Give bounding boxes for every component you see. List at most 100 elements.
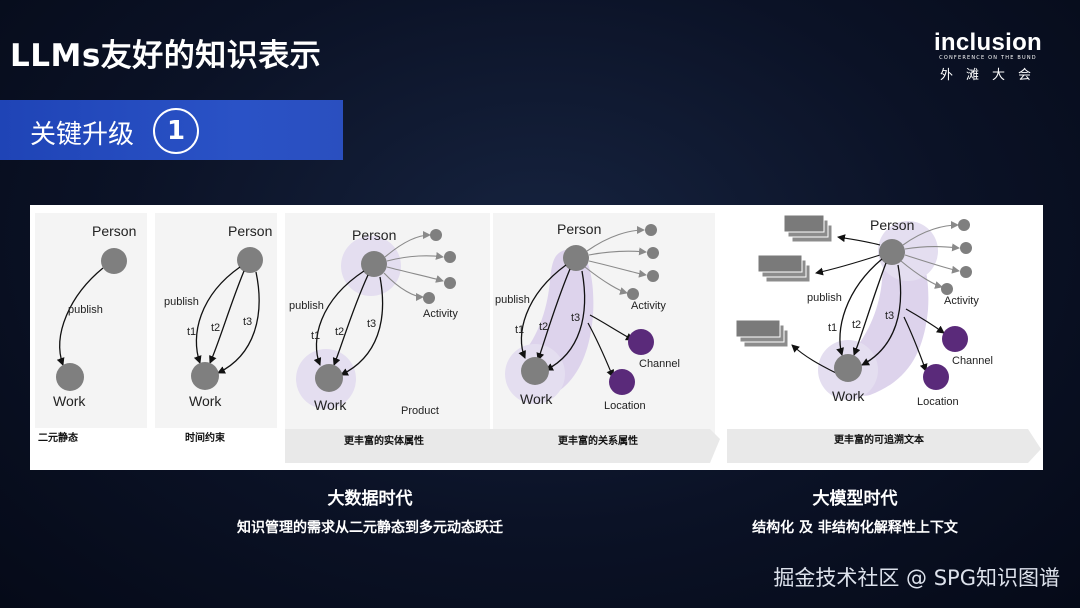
stage3-person-node — [361, 251, 387, 277]
stage5-t1-edge — [836, 258, 883, 356]
stage5-channel-label: Channel — [952, 355, 993, 367]
stage1-publish-label: publish — [68, 304, 103, 316]
stage5-attr-node-1 — [958, 219, 970, 231]
stage3-attr-edge-1 — [384, 231, 431, 258]
stage1-work-label: Work — [53, 393, 86, 409]
stage3-t1-label: t1 — [311, 330, 320, 342]
stage3-attr-node-3 — [444, 277, 456, 289]
stage4-attr-edge-2 — [588, 247, 647, 256]
stage4-attr-node-4 — [627, 288, 639, 300]
stage5-person-label: Person — [870, 217, 914, 233]
stage4-location-node — [609, 369, 635, 395]
stage5-attr-edge-3 — [904, 254, 960, 274]
stage1-person-node — [101, 248, 127, 274]
stage5-location-label: Location — [917, 396, 959, 408]
stage5-publish-label: publish — [807, 292, 842, 304]
stage-4-panel — [493, 213, 715, 448]
stage5-work-label: Work — [832, 388, 865, 404]
stage5-t3-label: t3 — [885, 310, 894, 322]
stage4-caption: 更丰富的关系属性 — [558, 434, 638, 447]
big-data-era-description: 知识管理的需求从二元静态到多元动态跃迁 — [237, 520, 503, 536]
stage3-work-label: Work — [314, 397, 347, 413]
knowledge-evolution-diagram: Person publish Work 二元静态 Person publish … — [30, 205, 1043, 470]
stage3-person-label: Person — [352, 227, 396, 243]
stage3-product-label: Product — [401, 405, 439, 417]
stage3-t1-edge — [313, 270, 365, 366]
llm-era-arrow-band — [727, 429, 1041, 463]
stage4-person-label: Person — [557, 221, 601, 237]
stage3-t2-label: t2 — [335, 326, 344, 338]
stage5-attr-node-4 — [941, 283, 953, 295]
stage2-t3-edge — [217, 271, 260, 374]
stage4-publish-label: publish — [495, 294, 530, 306]
stage3-attr-node-4 — [423, 292, 435, 304]
diagram-svg: Person publish Work 二元静态 Person publish … — [35, 213, 1043, 463]
stage5-t1-label: t1 — [828, 322, 837, 334]
stage5-location-node — [923, 364, 949, 390]
stage-1-caption-strip — [35, 428, 147, 450]
stage5-t3-edge — [861, 264, 902, 366]
stage5-work-node — [834, 354, 862, 382]
stage5-channel-edge — [905, 308, 945, 334]
stage4-attr-node-2 — [647, 247, 659, 259]
stage2-work-node — [191, 362, 219, 390]
stage4-work-label: Work — [520, 391, 553, 407]
stage5-caption: 更丰富的可追溯文本 — [834, 433, 925, 446]
stage3-attr-node-1 — [430, 229, 442, 241]
text-doc-stack-2 — [757, 254, 811, 283]
stage5-activity-label: Activity — [944, 295, 979, 307]
stage2-t3-label: t3 — [243, 316, 252, 328]
stage4-t1-label: t1 — [515, 324, 524, 336]
logo-chinese-name: 外滩大会 — [940, 68, 1045, 83]
stage5-doc-edge-3 — [791, 344, 837, 374]
stage2-person-label: Person — [228, 223, 272, 239]
stage4-attr-node-1 — [645, 224, 657, 236]
stage2-t2-edge — [209, 270, 245, 364]
stage4-channel-edge — [589, 314, 634, 341]
stage4-attr-edge-1 — [586, 226, 645, 252]
stage3-t3-label: t3 — [367, 318, 376, 330]
stage5-person-node — [879, 239, 905, 265]
section-label: 关键升级 — [30, 120, 135, 150]
logo-wordmark: inclusion — [933, 29, 1043, 56]
stage5-t2-edge — [852, 262, 887, 356]
stage4-work-node — [521, 357, 549, 385]
stage4-attr-edge-4 — [584, 266, 628, 295]
big-data-era-title: 大数据时代 — [327, 489, 413, 509]
stage4-channel-node — [628, 329, 654, 355]
stage4-person-node — [563, 245, 589, 271]
stage3-attr-edge-3 — [386, 266, 444, 283]
stage4-attr-edge-3 — [588, 260, 647, 278]
stage4-t1-edge — [518, 264, 567, 359]
stage3-publish-label: publish — [289, 300, 324, 312]
stage-1-panel — [35, 213, 147, 428]
stage4-channel-label: Channel — [639, 358, 680, 370]
stage5-attr-edge-2 — [904, 243, 960, 252]
stage5-attr-node-2 — [960, 242, 972, 254]
stage4-t3-label: t3 — [571, 312, 580, 324]
stage5-doc-edge-1 — [837, 234, 881, 246]
stage2-publish-label: publish — [164, 296, 199, 308]
stage5-attr-edge-1 — [902, 221, 959, 246]
stage1-caption: 二元静态 — [38, 431, 78, 444]
stage3-caption: 更丰富的实体属性 — [344, 434, 424, 447]
stage3-activity-label: Activity — [423, 308, 458, 320]
stage2-t2-label: t2 — [211, 322, 220, 334]
stage5-person-halo — [878, 221, 938, 281]
stage1-publish-edge — [56, 267, 104, 366]
stage5-channel-node — [942, 326, 968, 352]
section-number-badge: 1 — [153, 108, 199, 154]
stage1-person-label: Person — [92, 223, 136, 239]
logo-tagline: CONFERENCE ON THE BUND — [939, 55, 1037, 61]
stage3-attr-edge-2 — [386, 251, 444, 262]
stage4-t3-edge — [545, 270, 586, 371]
stage2-person-node — [237, 247, 263, 273]
stage2-t1-edge — [193, 266, 241, 364]
stage5-location-edge — [903, 316, 928, 372]
stage5-t2-label: t2 — [852, 319, 861, 331]
stage3-t3-edge — [340, 276, 384, 376]
stage4-location-label: Location — [604, 400, 646, 412]
stage3-attr-node-2 — [444, 251, 456, 263]
section-banner: 关键升级 1 — [0, 100, 343, 160]
stage3-work-node — [315, 364, 343, 392]
